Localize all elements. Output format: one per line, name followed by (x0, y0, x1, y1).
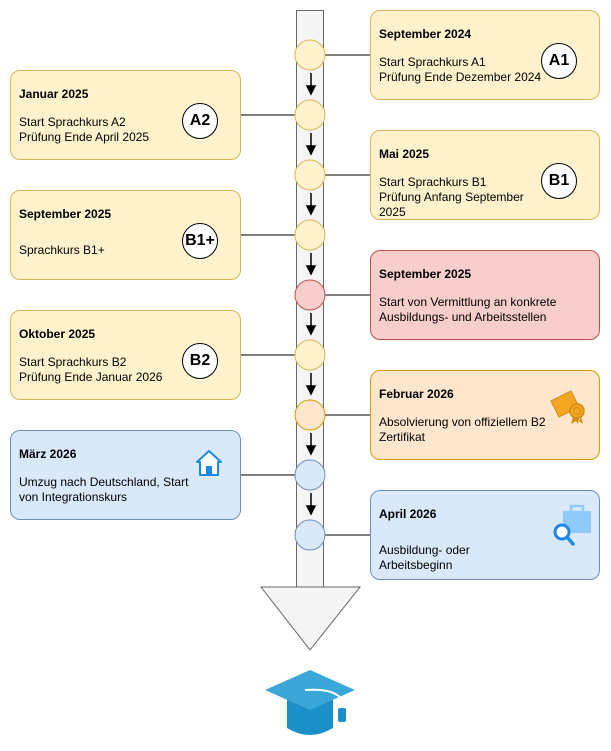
timeline-node (294, 519, 326, 551)
down-arrow-icon (305, 73, 317, 96)
milestone-date: September 2025 (379, 267, 472, 281)
down-arrow-icon (305, 193, 317, 216)
milestone-card-sept-2025-b1plus: September 2025 Sprachkurs B1+ B1+ (10, 190, 241, 280)
milestone-text: Start Sprachkurs A2 (19, 115, 126, 129)
milestone-text: Prüfung Ende April 2025 (19, 130, 150, 144)
milestone-card-feb-2026: Februar 2026 Absolvierung von offizielle… (370, 370, 600, 460)
down-arrow-icon (305, 373, 317, 396)
down-arrow-icon (305, 433, 317, 456)
milestone-card-maerz-2026: März 2026 Umzug nach Deutschland, Start … (10, 430, 241, 520)
milestone-text: Prüfung Ende Januar 2026 (19, 370, 163, 384)
milestone-date: April 2026 (379, 507, 437, 521)
timeline-node (294, 39, 326, 71)
milestone-text: Prüfung Anfang September 2025 (379, 190, 524, 219)
down-arrow-icon (305, 253, 317, 276)
milestone-card-jan-2025: Januar 2025 Start Sprachkurs A2 Prüfung … (10, 70, 241, 160)
milestone-text: Sprachkurs B1+ (19, 243, 105, 257)
down-arrow-icon (305, 133, 317, 156)
milestone-card-okt-2025: Oktober 2025 Start Sprachkurs B2 Prüfung… (10, 310, 241, 400)
level-badge-b1: B1 (541, 163, 577, 199)
timeline-node (294, 99, 326, 131)
timeline-node (294, 279, 326, 311)
graduation-cap-icon (265, 670, 355, 735)
milestone-text: Prüfung Ende Dezember 2024 (379, 70, 542, 84)
milestone-text: Start Sprachkurs B1 (379, 175, 487, 189)
milestone-card-april-2026: April 2026 Ausbildung- oder Arbeitsbegin… (370, 490, 600, 580)
timeline-node (294, 399, 326, 431)
milestone-date: Oktober 2025 (19, 327, 96, 341)
timeline-node (294, 219, 326, 251)
down-arrow-icon (305, 313, 317, 336)
milestone-date: März 2026 (19, 447, 77, 461)
milestone-text: Ausbildung- oder Arbeitsbeginn (379, 543, 470, 572)
level-badge-b2: B2 (182, 343, 218, 379)
milestone-card-sept-2025-vermittlung: September 2025 Start von Vermittlung an … (370, 250, 600, 340)
certificate-icon (550, 390, 585, 424)
milestone-date: September 2024 (379, 27, 472, 41)
milestone-card-mai-2025: Mai 2025 Start Sprachkurs B1 Prüfung Anf… (370, 130, 600, 220)
milestone-text: Start von Vermittlung an konkrete Ausbil… (379, 295, 557, 324)
milestone-text: Absolvierung von offiziellem B2 Zertifik… (379, 415, 546, 444)
timeline-node (294, 159, 326, 191)
milestone-text: Umzug nach Deutschland, Start von Integr… (19, 475, 189, 504)
house-icon (196, 450, 222, 476)
milestone-text: Start Sprachkurs A1 (379, 55, 486, 69)
level-badge-b1plus: B1+ (182, 223, 218, 259)
level-badge-a1: A1 (541, 43, 577, 79)
milestone-text: Start Sprachkurs B2 (19, 355, 127, 369)
milestone-date: Mai 2025 (379, 147, 430, 161)
down-arrow-icon (305, 493, 317, 516)
timeline-node (294, 339, 326, 371)
timeline-arrow-head (259, 586, 362, 651)
milestone-date: September 2025 (19, 207, 112, 221)
milestone-card-sept-2024: September 2024 Start Sprachkurs A1 Prüfu… (370, 10, 600, 100)
level-badge-a2: A2 (182, 103, 218, 139)
timeline-node (294, 459, 326, 491)
job-search-icon (553, 504, 591, 546)
milestone-date: Februar 2026 (379, 387, 454, 401)
milestone-date: Januar 2025 (19, 87, 89, 101)
